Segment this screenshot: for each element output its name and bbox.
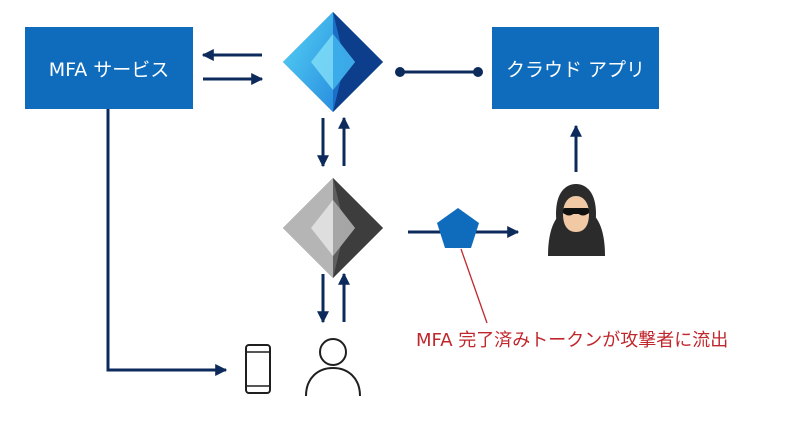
cloud-app-label: クラウド アプリ xyxy=(505,58,646,81)
user-icon xyxy=(305,338,361,397)
token-leak-annotation: MFA 完了済みトークンが攻撃者に流出 xyxy=(416,326,786,352)
cloud-app-box: クラウド アプリ xyxy=(492,27,659,109)
mfa-service-label: MFA サービス xyxy=(48,58,170,81)
connector-to-cloud-app xyxy=(395,67,483,77)
pentagon-token-icon xyxy=(437,208,479,248)
grey-diamond-icon xyxy=(283,178,383,278)
smartphone-icon xyxy=(245,344,271,394)
mfa-service-box: MFA サービス xyxy=(25,27,193,109)
mfa-to-phone-line xyxy=(106,109,228,376)
azure-ad-diamond-icon xyxy=(283,12,383,112)
hacker-icon xyxy=(548,184,605,256)
leak-indicator-line xyxy=(460,248,488,324)
token-leak-text: MFA 完了済みトークンが攻撃者に流出 xyxy=(416,330,729,351)
